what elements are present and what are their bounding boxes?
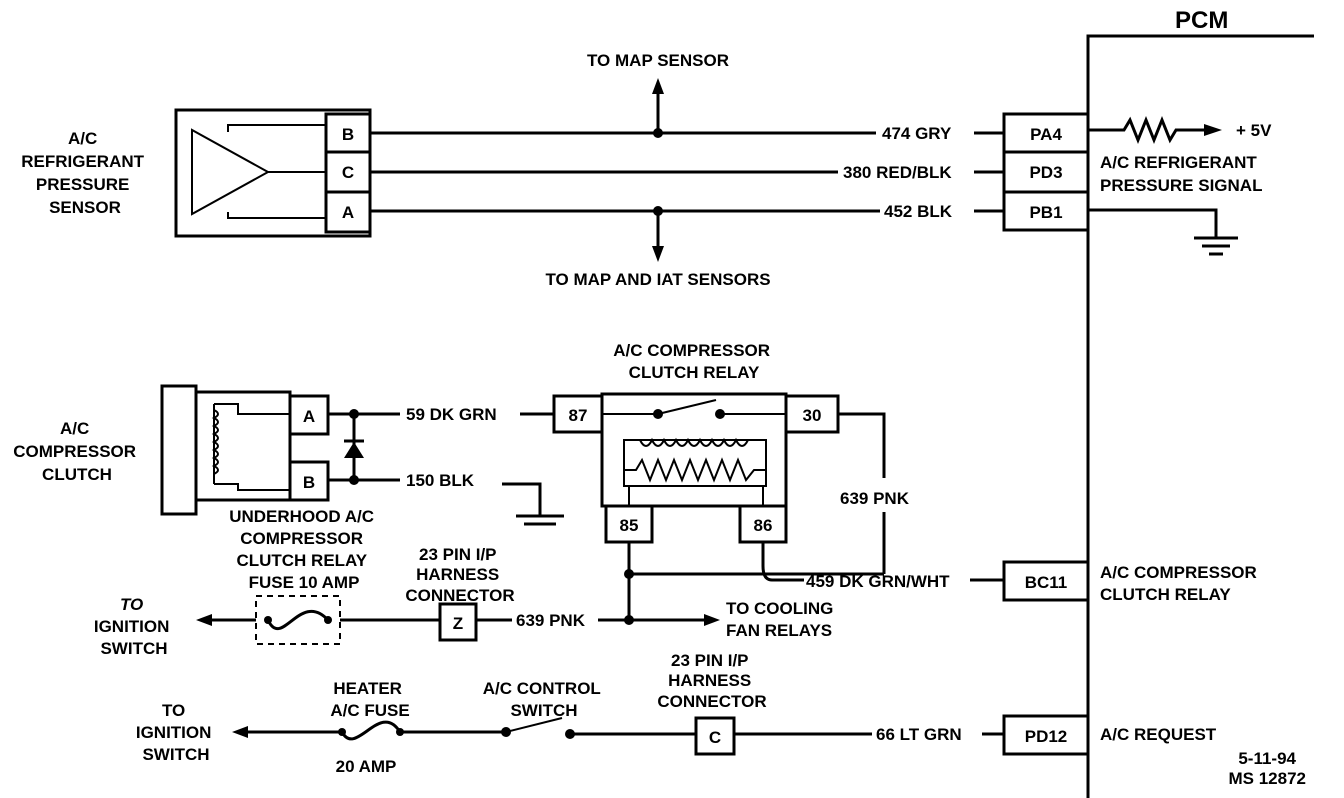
relay-pin-30 <box>784 394 840 434</box>
sensor-internal-wire-b <box>227 124 326 132</box>
pcm-pin-pa4 <box>1002 112 1090 154</box>
clutch-pin-b-label: B <box>303 473 315 492</box>
clutch-coil-lead-b <box>214 483 290 491</box>
heater-fuse-amp-label: 20 AMP <box>336 757 397 776</box>
clutch-coil-icon <box>211 404 219 484</box>
pullup-resistor <box>1088 115 1206 145</box>
ac-request-label: A/C REQUEST <box>1100 725 1217 744</box>
sensor-pin-a-label: A <box>342 203 354 222</box>
harness-pin-c-label: C <box>709 728 721 747</box>
harness-pin-z-label: Z <box>453 614 463 633</box>
pcm-pin-pd3-label: PD3 <box>1029 163 1062 182</box>
underhood-fuse-icon <box>266 610 330 630</box>
compressor-clutch-label: A/C COMPRESSOR CLUTCH <box>13 419 141 484</box>
heater-fuse-label: HEATER A/C FUSE <box>330 679 409 720</box>
wire-639-right-label: 639 PNK <box>840 489 910 508</box>
to-cooling-fan-label: TO COOLING FAN RELAYS <box>726 599 838 640</box>
relay-pin-85 <box>604 504 654 544</box>
pcm-pin-pb1-label: PB1 <box>1029 203 1062 222</box>
relay-title: A/C COMPRESSOR CLUTCH RELAY <box>613 341 775 382</box>
pcm-pin-pa4-label: PA4 <box>1030 125 1062 144</box>
wire-380-label: 380 RED/BLK <box>843 163 952 182</box>
splice-diode-bottom <box>349 475 359 485</box>
relay-body <box>600 392 788 508</box>
wire-150-label: 150 BLK <box>406 471 475 490</box>
relay-resistor-icon <box>624 457 766 483</box>
refrigerant-sensor-section: A/C REFRIGERANT PRESSURE SENSOR B C A 47… <box>21 51 1272 289</box>
clutch-coil-lead-a <box>214 403 290 415</box>
relay-pin-85-label: 85 <box>620 516 639 535</box>
to-ignition-switch-1-label: TO IGNITION SWITCH <box>94 595 174 658</box>
wire-452-label: 452 BLK <box>884 202 953 221</box>
arrow-to-ignition-2 <box>232 726 248 738</box>
pcm-relay-label: A/C COMPRESSOR CLUTCH RELAY <box>1100 563 1262 604</box>
relay-pin-30-label: 30 <box>803 406 822 425</box>
pcm-block: PCM <box>1086 7 1314 798</box>
relay-coil-frame <box>623 439 767 487</box>
refrigerant-signal-label: A/C REFRIGERANT PRESSURE SIGNAL <box>1100 153 1262 195</box>
clutch-housing <box>194 390 292 502</box>
sensor-amplifier-symbol <box>191 128 271 216</box>
plus5v-label: + 5V <box>1236 121 1272 140</box>
wire-66-label: 66 LT GRN <box>876 725 962 744</box>
wire-150-ground <box>502 482 542 516</box>
harness-pin-c <box>694 716 736 756</box>
clutch-body <box>160 384 198 516</box>
underhood-fuse-label: UNDERHOOD A/C COMPRESSOR CLUTCH RELAY FU… <box>229 507 379 592</box>
compressor-relay-section: A/C COMPRESSOR CLUTCH RELAY 87 30 85 86 … <box>552 341 1262 620</box>
pcm-outline <box>1086 34 1314 798</box>
wire-474-label: 474 GRY <box>882 124 952 143</box>
harness-connector-1-label: 23 PIN I/P HARNESS CONNECTOR <box>405 545 514 605</box>
relay-pin-87-label: 87 <box>569 406 588 425</box>
sensor-pin-c-label: C <box>342 163 354 182</box>
splice-cooling-fan <box>624 615 634 625</box>
clutch-pin-a <box>288 394 330 436</box>
arrow-plus5v <box>1204 124 1222 136</box>
control-switch-label: A/C CONTROL SWITCH <box>483 679 605 720</box>
relay-switch-arm <box>657 399 717 415</box>
pcm-pin-bc11 <box>1002 560 1090 602</box>
arrow-to-cooling-fans <box>704 614 720 626</box>
clutch-pin-a-label: A <box>303 407 315 426</box>
pcm-pin-bc11-label: BC11 <box>1025 573 1068 592</box>
pcm-pin-pd12 <box>1002 714 1090 756</box>
arrow-up-map-sensor <box>652 78 664 94</box>
sensor-internal-wire-a <box>227 212 326 219</box>
wire-86-to-pcm <box>761 542 804 582</box>
pcm-pin-pd12-label: PD12 <box>1025 727 1068 746</box>
relay-pin-87 <box>552 394 604 434</box>
clutch-pin-b <box>288 460 330 502</box>
wire-59-label: 59 DK GRN <box>406 405 497 424</box>
ac-request-section: TO IGNITION SWITCH HEATER A/C FUSE 20 AM… <box>136 651 1217 776</box>
sensor-pin-b-label: B <box>342 125 354 144</box>
wire-639-right-top <box>838 412 886 478</box>
control-switch-arm <box>505 717 563 733</box>
to-map-iat-label: TO MAP AND IAT SENSORS <box>545 270 770 289</box>
diagram-date: 5-11-94 <box>1238 749 1296 768</box>
relay-fuse-section: UNDERHOOD A/C COMPRESSOR CLUTCH RELAY FU… <box>94 507 838 658</box>
wire-639-mid-label: 639 PNK <box>516 611 586 630</box>
to-map-sensor-label: TO MAP SENSOR <box>587 51 729 70</box>
pcm-ground-wire <box>1088 208 1218 238</box>
diagram-ms-number: MS 12872 <box>1229 769 1307 788</box>
harness-connector-2-label: 23 PIN I/P HARNESS CONNECTOR <box>657 651 766 711</box>
relay-pin-86-label: 86 <box>754 516 773 535</box>
compressor-clutch-section: A/C COMPRESSOR CLUTCH A B 59 DK GRN 150 … <box>13 384 564 526</box>
relay-pin-86 <box>738 504 788 544</box>
arrow-down-map-iat <box>652 246 664 262</box>
harness-pin-z <box>438 602 478 642</box>
diode-icon <box>344 442 364 458</box>
pcm-title: PCM <box>1175 7 1228 34</box>
arrow-to-ignition-1 <box>196 614 212 626</box>
to-ignition-switch-2-label: TO IGNITION SWITCH <box>136 701 216 764</box>
wire-459-label: 459 DK GRN/WHT <box>806 572 950 591</box>
heater-fuse-icon <box>340 720 402 741</box>
relay-coil-icon <box>639 437 749 447</box>
refrigerant-sensor-label: A/C REFRIGERANT PRESSURE SENSOR <box>21 129 149 217</box>
